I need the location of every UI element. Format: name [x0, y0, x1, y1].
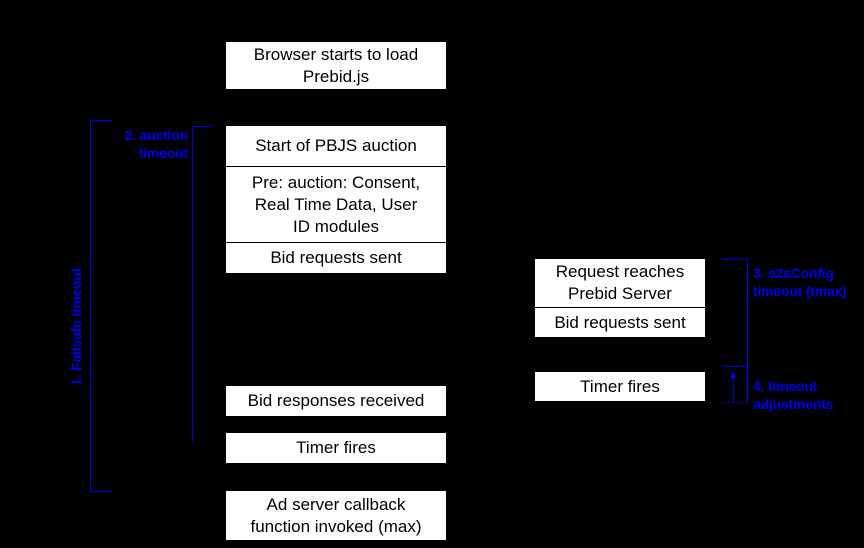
- box-bid-requests-sent-server-label: Bid requests sent: [554, 312, 686, 332]
- timeout-adjustments-label-line-2: adjustments: [753, 396, 834, 412]
- auction-timeout-label-line-2: timeout: [138, 145, 188, 161]
- s2sconfig-bracket-top-arm: [722, 259, 748, 260]
- box-bid-responses-received-label: Bid responses received: [247, 391, 425, 410]
- server-stack: Request reaches Prebid Server Bid reques…: [535, 259, 705, 337]
- box-request-reaches-line-1: Request reaches: [555, 262, 685, 281]
- failsafe-bracket-bottom-arm: [90, 491, 113, 492]
- timeout-adjustments-label-line-1: 4. timeout: [753, 378, 818, 394]
- failsafe-bracket-vertical: [90, 120, 91, 492]
- box-timer-fires-client-label: Timer fires: [296, 438, 376, 457]
- timeout-adjustments-label: 4. timeout adjustments: [753, 377, 864, 413]
- s2sconfig-timeout-label: 3. s2sConfig timeout (tmax): [753, 264, 864, 300]
- failsafe-bracket-top-arm: [90, 120, 113, 121]
- auction-stack: Start of PBJS auction Pre: auction: Cons…: [226, 126, 446, 273]
- box-timer-fires-server: Timer fires: [535, 372, 705, 401]
- box-bid-requests-sent-client: Bid requests sent: [226, 243, 446, 273]
- s2sconfig-bracket-vertical: [747, 259, 748, 367]
- box-start-of-pbjs-auction: Start of PBJS auction: [226, 126, 446, 167]
- timeout-adjustments-arrow-head: [730, 371, 736, 378]
- box-bid-requests-sent-client-label: Bid requests sent: [270, 248, 402, 267]
- s2sconfig-timeout-label-line-2: timeout (tmax): [753, 283, 847, 299]
- box-browser-line-2: Prebid.js: [302, 66, 370, 86]
- s2sconfig-timeout-label-line-1: 3. s2sConfig: [753, 265, 834, 281]
- failsafe-timeout-label: 1. Failsafe timeout: [68, 267, 84, 386]
- box-request-reaches-line-2: Prebid Server: [568, 284, 672, 303]
- auction-timeout-label-line-1: 2. auction: [124, 127, 189, 143]
- auction-timeout-bracket-top-arm: [192, 126, 213, 127]
- s2sconfig-bracket-bottom-arm: [722, 366, 748, 367]
- box-ad-server-callback-line-2: function invoked (max): [250, 516, 422, 536]
- box-pre-auction-line-1: Pre: auction: Consent,: [251, 172, 421, 192]
- timeout-adjustments-bracket-vertical: [747, 367, 748, 403]
- box-request-reaches-prebid-server: Request reaches Prebid Server: [535, 259, 705, 308]
- box-browser-line-1: Browser starts to load: [253, 44, 419, 64]
- box-pre-auction-line-3: ID modules: [293, 216, 379, 236]
- box-timer-fires-server-label: Timer fires: [580, 376, 660, 396]
- auction-timeout-label: 2. auction timeout: [80, 126, 189, 162]
- box-pre-auction-line-2: Real Time Data, User: [254, 194, 418, 214]
- box-bid-responses-received: Bid responses received: [226, 386, 446, 416]
- box-bid-requests-sent-server: Bid requests sent: [535, 308, 705, 337]
- box-browser-starts-to-load-prebid: Browser starts to load Prebid.js: [226, 42, 446, 89]
- box-ad-server-callback: Ad server callback function invoked (max…: [226, 491, 446, 540]
- timeout-adjustments-arrow-shaft: [733, 378, 734, 402]
- box-ad-server-callback-line-1: Ad server callback: [266, 494, 406, 514]
- box-start-of-pbjs-auction-label: Start of PBJS auction: [255, 136, 417, 155]
- timeout-adjustments-dashed-baseline: [722, 402, 748, 403]
- box-pre-auction-modules: Pre: auction: Consent, Real Time Data, U…: [226, 167, 446, 243]
- auction-timeout-bracket-vertical: [192, 126, 193, 442]
- box-timer-fires-client: Timer fires: [226, 433, 446, 463]
